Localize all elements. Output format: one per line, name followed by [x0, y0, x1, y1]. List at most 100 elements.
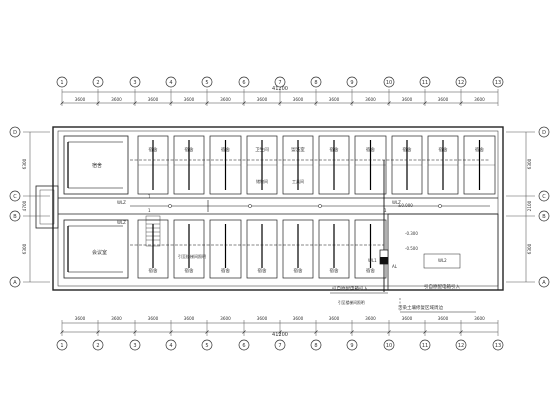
tick-top — [242, 101, 246, 105]
grid-bubble-bottom — [201, 339, 213, 351]
tick-bottom — [387, 330, 391, 334]
bay-dim-top: 3600 — [220, 97, 231, 102]
grid-number-bottom: 12 — [458, 343, 464, 349]
tick-bottom — [133, 330, 137, 334]
tick-bottom — [459, 330, 463, 334]
ceiling-lamp — [248, 204, 252, 208]
tick-bottom — [314, 330, 318, 334]
bay-dim-bottom: 3600 — [365, 316, 376, 321]
grid-bubble-bottom — [346, 339, 358, 351]
grid-bubble-bottom — [492, 339, 504, 351]
bay-dim-top: 3600 — [111, 97, 122, 102]
section-mark-2: 1 — [384, 208, 387, 213]
bay-dim-bottom: 3600 — [293, 316, 304, 321]
tick-top — [387, 101, 391, 105]
room-label-bottom: 宿舍 — [366, 267, 375, 274]
grid-bubble-top — [92, 76, 104, 88]
grid-bubble-left — [9, 210, 21, 222]
wl2-label: WL2 — [438, 258, 447, 263]
annex-block — [387, 213, 499, 291]
bay-dim-top: 3600 — [148, 97, 159, 102]
grid-bubble-bottom — [56, 339, 68, 351]
grid-number-top: 4 — [169, 80, 172, 86]
grid-number-top: 3 — [133, 80, 136, 86]
tick-top — [459, 101, 463, 105]
bay-dim-bottom: 3600 — [148, 316, 159, 321]
grid-bubble-bottom — [165, 339, 177, 351]
level-label-1: -0.300 — [405, 231, 418, 236]
annotation-4: 引至楼梯间照明 — [338, 300, 365, 305]
grid-letter-right: D — [542, 130, 546, 136]
riser-label-3: WLZ — [392, 200, 401, 205]
grid-number-top: 11 — [422, 80, 428, 86]
right-dim: 2100 — [527, 200, 532, 211]
tick-bottom — [278, 330, 282, 334]
annotation-2: 引自原配电箱引入 — [424, 283, 460, 290]
tick-bottom — [423, 330, 427, 334]
room-label-bottom: 宿舍 — [258, 267, 267, 274]
tick-top — [314, 101, 318, 105]
bay-dim-top: 3600 — [293, 97, 304, 102]
left-dim: 6300 — [22, 158, 27, 169]
grid-number-bottom: 11 — [422, 343, 428, 349]
room-bottom — [318, 219, 350, 279]
tick-top — [423, 101, 427, 105]
grid-number-bottom: 8 — [314, 343, 317, 349]
stair-annotation: 引至楼梯间照明 — [178, 253, 206, 259]
grid-bubble-bottom — [419, 339, 431, 351]
room-label-sub: 工具间 — [292, 178, 304, 184]
distribution-board-fill — [380, 257, 388, 264]
grid-letter-right: A — [542, 280, 546, 286]
tick-bottom — [96, 330, 100, 334]
large-rooms — [63, 135, 129, 279]
grid-number-bottom: 7 — [278, 343, 281, 349]
bay-dim-bottom: 3600 — [257, 316, 268, 321]
board-label: AL — [392, 264, 398, 269]
room-label-bottom: 宿舍 — [330, 267, 339, 274]
left-dim: 4700 — [22, 200, 27, 211]
bay-dim-top: 3600 — [329, 97, 340, 102]
grid-bubble-top — [383, 76, 395, 88]
tick-top — [133, 101, 137, 105]
grid-bubble-right — [538, 190, 550, 202]
tick-bottom — [242, 330, 246, 334]
grid-number-top: 5 — [205, 80, 208, 86]
grid-bubble-left — [9, 190, 21, 202]
riser-label-1: WLZ — [117, 200, 126, 205]
grid-number-bottom: 4 — [169, 343, 172, 349]
bay-dim-top: 3600 — [365, 97, 376, 102]
annotation-1: 引自原配电箱引入 — [332, 285, 368, 292]
grid-bubble-top — [238, 76, 250, 88]
grid-bubble-bottom — [238, 339, 250, 351]
grid-number-bottom: 3 — [133, 343, 136, 349]
lighting-wiring — [130, 159, 490, 292]
grid-bubble-top — [165, 76, 177, 88]
right-dim: 6300 — [527, 243, 532, 254]
grid-letter-left: D — [13, 130, 17, 136]
tick-bottom — [350, 330, 354, 334]
bottom-row-rooms: 宿舍宿舍宿舍宿舍宿舍宿舍宿舍 — [137, 219, 387, 279]
room-bottom — [209, 219, 242, 279]
grid-bubble-right — [538, 126, 550, 138]
grid-bubble-bottom — [310, 339, 322, 351]
grid-bubble-top — [419, 76, 431, 88]
bay-dim-bottom: 3600 — [75, 316, 86, 321]
grid-number-bottom: 2 — [96, 343, 99, 349]
tick-top — [278, 101, 282, 105]
room-label-bottom: 宿舍 — [185, 267, 194, 274]
grid-bubble-top — [455, 76, 467, 88]
bay-dim-bottom: 3600 — [220, 316, 231, 321]
bay-dim-bottom: 3600 — [474, 316, 485, 321]
grid-number-bottom: 9 — [350, 343, 353, 349]
grid-bubble-top — [129, 76, 141, 88]
ceiling-lamp — [438, 204, 442, 208]
tick-top — [350, 101, 354, 105]
grid-number-bottom: 5 — [205, 343, 208, 349]
bay-dim-top: 3600 — [184, 97, 195, 102]
grid-letter-right: C — [542, 194, 546, 200]
grid-number-top: 13 — [495, 80, 501, 86]
